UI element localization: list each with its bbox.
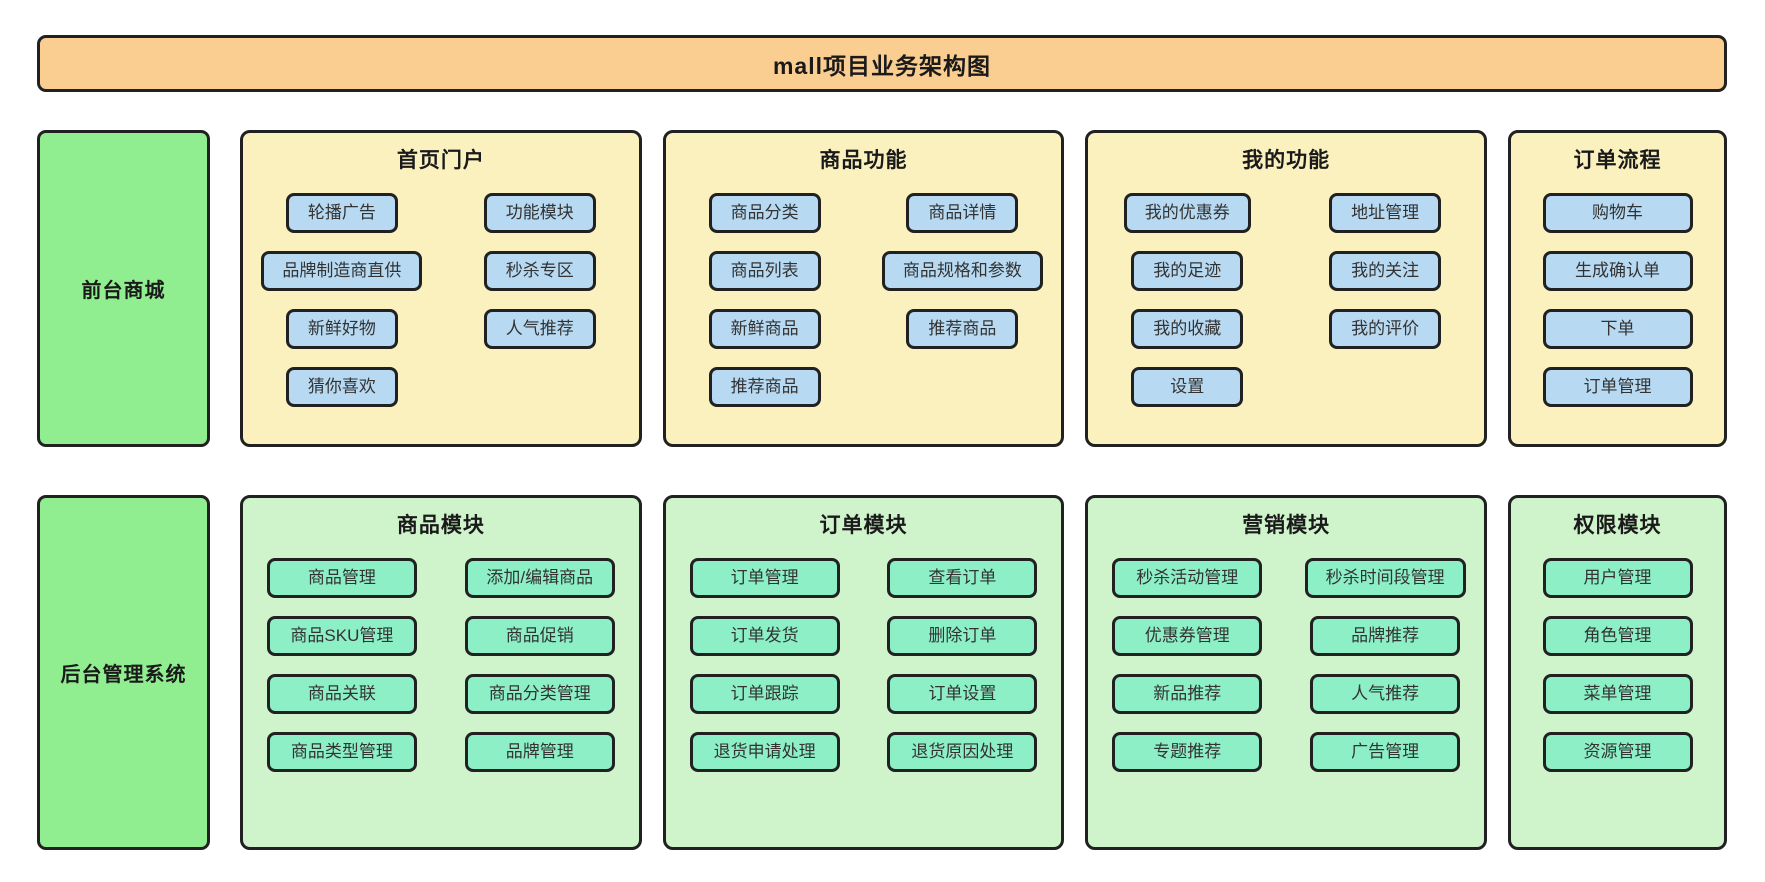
node-return-request-handling: 退货申请处理 xyxy=(689,732,840,772)
node-product-category: 商品分类 xyxy=(708,193,821,233)
node-guess-you-like: 猜你喜欢 xyxy=(285,367,398,407)
node-my-favorites: 我的收藏 xyxy=(1131,309,1244,349)
node-my-coupons: 我的优惠券 xyxy=(1123,193,1251,233)
frontend-sidebar: 前台商城 xyxy=(37,130,210,447)
node-product-promotion: 商品促销 xyxy=(464,616,615,656)
node-my-footprints: 我的足迹 xyxy=(1131,251,1244,291)
panel-product-features-title: 商品功能 xyxy=(819,149,908,172)
backend-sidebar-label: 后台管理系统 xyxy=(60,664,187,686)
frontend-section: 前台商城 首页门户 轮播广告 功能模块 品牌制造商直供 秒杀专区 新鲜好物 人气… xyxy=(37,130,1728,447)
node-product-category-management: 商品分类管理 xyxy=(464,674,615,714)
panel-order-module: 订单模块 订单管理 查看订单 订单发货 删除订单 订单跟踪 订单设置 退货申请处… xyxy=(662,495,1065,850)
node-popular-recommend-backend: 人气推荐 xyxy=(1310,674,1461,714)
node-menu-management: 菜单管理 xyxy=(1542,674,1693,714)
node-delete-order: 删除订单 xyxy=(887,616,1038,656)
node-flash-sale-zone: 秒杀专区 xyxy=(483,251,596,291)
node-product-management: 商品管理 xyxy=(266,558,417,598)
node-flash-sale-timeslot-management: 秒杀时间段管理 xyxy=(1304,558,1466,598)
panel-permission-module: 权限模块 用户管理 角色管理 菜单管理 资源管理 xyxy=(1508,495,1728,850)
node-product-spec-params: 商品规格和参数 xyxy=(881,251,1043,291)
node-topic-recommend: 专题推荐 xyxy=(1112,732,1263,772)
node-order-settings: 订单设置 xyxy=(887,674,1038,714)
node-user-management: 用户管理 xyxy=(1542,558,1693,598)
frontend-sidebar-label: 前台商城 xyxy=(81,280,166,302)
panel-product-module-title: 商品模块 xyxy=(396,514,485,537)
panel-product-features-items: 商品分类 商品详情 商品列表 商品规格和参数 新鲜商品 推荐商品 推荐商品 xyxy=(666,193,1062,407)
panel-product-module-items: 商品管理 添加/编辑商品 商品SKU管理 商品促销 商品关联 商品分类管理 商品… xyxy=(243,558,639,772)
node-new-product-recommend: 新品推荐 xyxy=(1112,674,1263,714)
node-view-order: 查看订单 xyxy=(887,558,1038,598)
node-fresh-goods: 新鲜好物 xyxy=(285,309,398,349)
node-new-products: 新鲜商品 xyxy=(708,309,821,349)
panel-marketing-module: 营销模块 秒杀活动管理 秒杀时间段管理 优惠券管理 品牌推荐 新品推荐 人气推荐… xyxy=(1085,495,1488,850)
backend-sidebar: 后台管理系统 xyxy=(37,495,210,850)
node-carousel-ads: 轮播广告 xyxy=(285,193,398,233)
panel-my-features-items: 我的优惠券 地址管理 我的足迹 我的关注 我的收藏 我的评价 设置 xyxy=(1088,193,1484,407)
node-return-reason-handling: 退货原因处理 xyxy=(887,732,1038,772)
panel-product-module: 商品模块 商品管理 添加/编辑商品 商品SKU管理 商品促销 商品关联 商品分类… xyxy=(240,495,642,850)
panel-order-flow-items: 购物车 生成确认单 下单 订单管理 xyxy=(1511,193,1724,407)
panel-order-module-items: 订单管理 查看订单 订单发货 删除订单 订单跟踪 订单设置 退货申请处理 退货原… xyxy=(666,558,1062,772)
node-product-association: 商品关联 xyxy=(266,674,417,714)
node-place-order: 下单 xyxy=(1542,309,1693,349)
panel-order-flow-title: 订单流程 xyxy=(1573,149,1662,172)
panel-home-portal-items: 轮播广告 功能模块 品牌制造商直供 秒杀专区 新鲜好物 人气推荐 猜你喜欢 xyxy=(243,193,639,407)
node-coupon-management: 优惠券管理 xyxy=(1112,616,1263,656)
node-my-reviews: 我的评价 xyxy=(1329,309,1442,349)
node-shopping-cart: 购物车 xyxy=(1542,193,1693,233)
node-brand-direct-supply: 品牌制造商直供 xyxy=(261,251,423,291)
node-my-follows: 我的关注 xyxy=(1329,251,1442,291)
node-resource-management: 资源管理 xyxy=(1542,732,1693,772)
node-recommended-products: 推荐商品 xyxy=(906,309,1019,349)
panel-permission-module-items: 用户管理 角色管理 菜单管理 资源管理 xyxy=(1511,558,1724,772)
panel-marketing-module-items: 秒杀活动管理 秒杀时间段管理 优惠券管理 品牌推荐 新品推荐 人气推荐 专题推荐… xyxy=(1088,558,1484,772)
node-product-detail: 商品详情 xyxy=(906,193,1019,233)
node-feature-modules: 功能模块 xyxy=(483,193,596,233)
node-popular-recommend: 人气推荐 xyxy=(483,309,596,349)
panel-order-module-title: 订单模块 xyxy=(819,514,908,537)
diagram-title: mall项目业务架构图 xyxy=(772,52,992,79)
node-generate-confirmation: 生成确认单 xyxy=(1542,251,1693,291)
node-brand-recommend: 品牌推荐 xyxy=(1310,616,1461,656)
panel-marketing-module-title: 营销模块 xyxy=(1242,514,1331,537)
node-order-shipment: 订单发货 xyxy=(689,616,840,656)
node-order-management: 订单管理 xyxy=(1542,367,1693,407)
panel-home-portal: 首页门户 轮播广告 功能模块 品牌制造商直供 秒杀专区 新鲜好物 人气推荐 猜你… xyxy=(240,130,642,447)
diagram-title-bar: mall项目业务架构图 xyxy=(37,35,1727,92)
architecture-diagram: mall项目业务架构图 前台商城 首页门户 轮播广告 功能模块 品牌制造商直供 … xyxy=(37,35,1728,850)
panel-my-features-title: 我的功能 xyxy=(1242,149,1331,172)
node-address-management: 地址管理 xyxy=(1329,193,1442,233)
node-brand-management: 品牌管理 xyxy=(464,732,615,772)
node-recommended-products-2: 推荐商品 xyxy=(708,367,821,407)
node-product-sku-management: 商品SKU管理 xyxy=(266,616,417,656)
node-flash-sale-activity-management: 秒杀活动管理 xyxy=(1112,558,1263,598)
node-product-list: 商品列表 xyxy=(708,251,821,291)
node-add-edit-product: 添加/编辑商品 xyxy=(464,558,615,598)
node-role-management: 角色管理 xyxy=(1542,616,1693,656)
node-order-management-backend: 订单管理 xyxy=(689,558,840,598)
node-product-type-management: 商品类型管理 xyxy=(266,732,417,772)
panel-home-portal-title: 首页门户 xyxy=(396,149,485,172)
backend-section: 后台管理系统 商品模块 商品管理 添加/编辑商品 商品SKU管理 商品促销 商品… xyxy=(37,495,1728,850)
panel-order-flow: 订单流程 购物车 生成确认单 下单 订单管理 xyxy=(1508,130,1728,447)
panel-my-features: 我的功能 我的优惠券 地址管理 我的足迹 我的关注 我的收藏 我的评价 设置 xyxy=(1085,130,1488,447)
node-settings: 设置 xyxy=(1131,367,1244,407)
node-ad-management: 广告管理 xyxy=(1310,732,1461,772)
panel-product-features: 商品功能 商品分类 商品详情 商品列表 商品规格和参数 新鲜商品 推荐商品 推荐… xyxy=(662,130,1065,447)
panel-permission-module-title: 权限模块 xyxy=(1573,514,1662,537)
node-order-tracking: 订单跟踪 xyxy=(689,674,840,714)
